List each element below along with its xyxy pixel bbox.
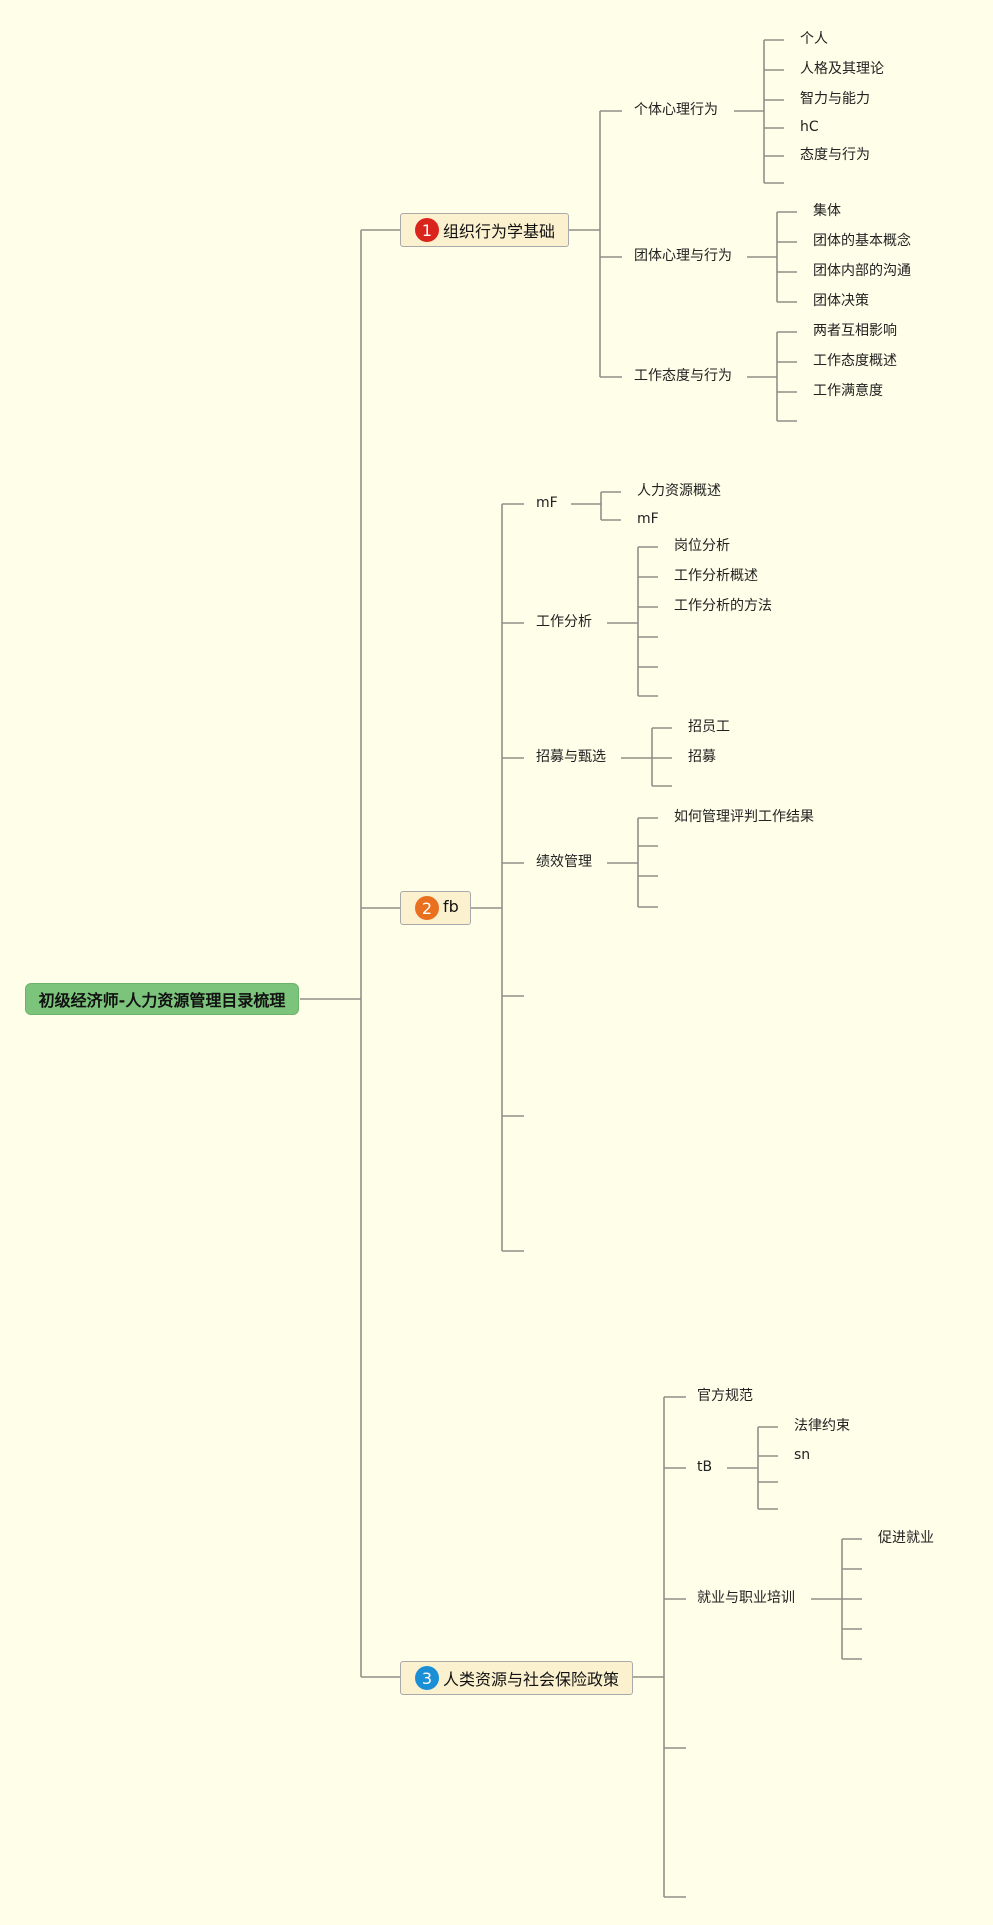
leaf-topic[interactable]: sn xyxy=(794,1447,811,1463)
branch-topic-label: 组织行为学基础 xyxy=(443,222,556,241)
branch-topic-label: 人类资源与社会保险政策 xyxy=(443,1670,620,1689)
sub-topic-2-4[interactable]: 绩效管理 xyxy=(536,854,592,870)
sub-topic-3-1[interactable]: 官方规范 xyxy=(697,1388,753,1404)
leaf-topic[interactable]: 团体的基本概念 xyxy=(813,233,911,249)
leaf-topic[interactable]: 招员工 xyxy=(688,719,730,735)
leaf-topic[interactable]: 工作分析概述 xyxy=(674,568,758,584)
branch-topic-1[interactable]: 1 组织行为学基础 xyxy=(400,213,569,247)
branch-topic-2[interactable]: 2 fb xyxy=(400,891,471,925)
sub-topic-1-1[interactable]: 个体心理行为 xyxy=(634,102,718,118)
leaf-topic[interactable]: 智力与能力 xyxy=(800,91,870,107)
leaf-topic[interactable]: 促进就业 xyxy=(878,1530,934,1546)
leaf-topic[interactable]: hC xyxy=(800,119,819,135)
sub-topic-1-3[interactable]: 工作态度与行为 xyxy=(634,368,732,384)
leaf-topic[interactable]: 团体决策 xyxy=(813,293,869,309)
root-topic-label: 初级经济师-人力资源管理目录梳理 xyxy=(38,991,286,1010)
number-badge-2: 2 xyxy=(415,896,439,920)
leaf-topic[interactable]: 人力资源概述 xyxy=(637,483,721,499)
leaf-topic[interactable]: 招募 xyxy=(688,749,716,765)
sub-topic-2-1[interactable]: mF xyxy=(536,495,558,511)
number-badge-3: 3 xyxy=(415,1666,439,1690)
root-topic[interactable]: 初级经济师-人力资源管理目录梳理 xyxy=(25,983,299,1015)
leaf-topic[interactable]: 工作态度概述 xyxy=(813,353,897,369)
branch-topic-3[interactable]: 3 人类资源与社会保险政策 xyxy=(400,1661,633,1695)
leaf-topic[interactable]: 两者互相影响 xyxy=(813,323,897,339)
leaf-topic[interactable]: 岗位分析 xyxy=(674,538,730,554)
leaf-topic[interactable]: 工作满意度 xyxy=(813,383,883,399)
sub-topic-3-3[interactable]: 就业与职业培训 xyxy=(697,1590,795,1606)
sub-topic-1-2[interactable]: 团体心理与行为 xyxy=(634,248,732,264)
number-badge-1: 1 xyxy=(415,218,439,242)
leaf-topic[interactable]: mF xyxy=(637,511,659,527)
sub-topic-2-3[interactable]: 招募与甄选 xyxy=(536,749,606,765)
sub-topic-3-2[interactable]: tB xyxy=(697,1459,713,1475)
leaf-topic[interactable]: 如何管理评判工作结果 xyxy=(674,809,814,825)
leaf-topic[interactable]: 人格及其理论 xyxy=(800,61,884,77)
sub-topic-2-2[interactable]: 工作分析 xyxy=(536,614,592,630)
leaf-topic[interactable]: 个人 xyxy=(800,31,828,47)
leaf-topic[interactable]: 集体 xyxy=(813,203,841,219)
branch-topic-label: fb xyxy=(443,896,459,916)
leaf-topic[interactable]: 法律约束 xyxy=(794,1418,850,1434)
leaf-topic[interactable]: 工作分析的方法 xyxy=(674,598,772,614)
leaf-topic[interactable]: 态度与行为 xyxy=(800,147,870,163)
leaf-topic[interactable]: 团体内部的沟通 xyxy=(813,263,911,279)
